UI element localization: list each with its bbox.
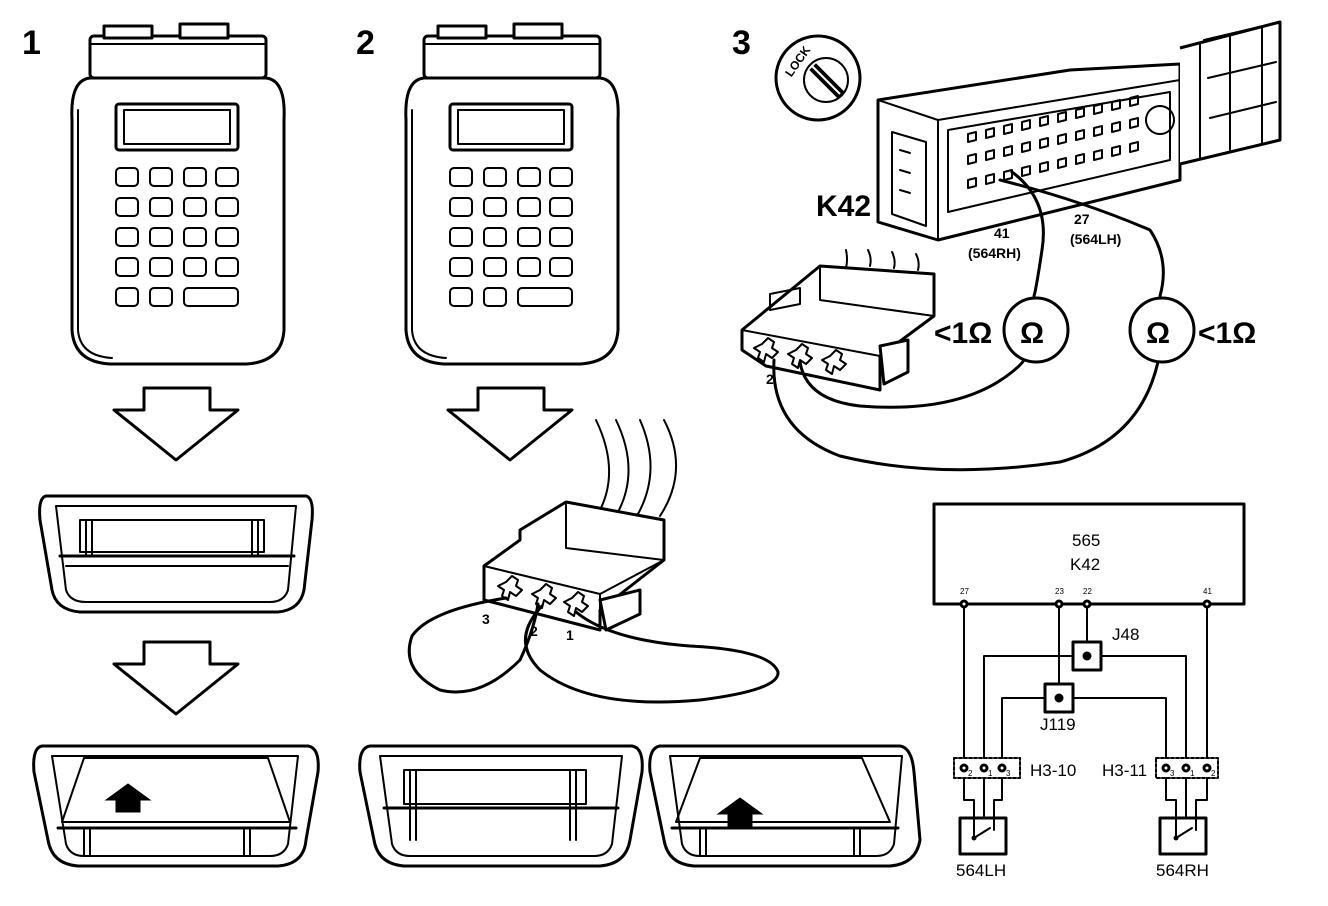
meter-wire-right (772, 358, 1160, 472)
step-1-label: 1 (22, 24, 41, 62)
sch-pin-22: 22 (1083, 587, 1092, 596)
h3-10-pin-a: 2 (968, 769, 973, 778)
pin-27-sub: (564LH) (1070, 231, 1121, 247)
ohm-symbol-left: Ω (1020, 317, 1044, 350)
connector-plug-2 (482, 419, 678, 632)
wiring-schematic: 565 K42 27 23 22 41 J48 J119 2 (932, 502, 1246, 880)
pin-27-label: 27 (1074, 211, 1090, 227)
connector-h3-10 (953, 757, 1021, 779)
down-arrow-1a (112, 386, 240, 462)
connector-h3-11-label: H3-11 (1102, 761, 1147, 780)
connector-h3-10-label: H3-10 (1030, 761, 1076, 780)
h3-10-pin-c: 3 (1006, 769, 1011, 778)
sch-pin-23: 23 (1055, 587, 1064, 596)
pin-2-label: 2 (530, 623, 538, 639)
switch-564rh (1158, 816, 1208, 856)
module-box-line1: 565 (1072, 531, 1100, 550)
switch-564lh-label: 564LH (956, 861, 1006, 880)
handheld-tester-2 (404, 22, 620, 366)
display-bezel-1b (32, 744, 320, 868)
pin-3-label: 3 (482, 611, 490, 627)
h3-10-pin-b: 1 (988, 769, 993, 778)
resistance-left-label: <1Ω (934, 317, 992, 350)
sch-pin-27: 27 (960, 587, 969, 596)
ignition-lock-icon: LOCK (774, 34, 862, 122)
probe-wire-27 (998, 178, 1165, 298)
down-arrow-1b (112, 640, 240, 716)
resistance-right-label: <1Ω (1198, 317, 1256, 350)
ohmmeter-right (1128, 296, 1196, 364)
display-bezel-2a (358, 744, 644, 868)
jumper-wire-2 (407, 596, 540, 694)
switch-564rh-label: 564RH (1156, 861, 1209, 880)
meter-wire-left (798, 358, 1026, 409)
ohmmeter-left (1002, 296, 1070, 364)
module-box-line2: K42 (1070, 555, 1100, 574)
keypad-2 (449, 167, 573, 307)
conn-pin-2-label: 2 (766, 371, 774, 387)
step-2-label: 2 (356, 24, 375, 62)
pin-41-label: 41 (994, 225, 1010, 241)
switch-564lh (958, 816, 1008, 856)
junction-j48-label: J48 (1112, 625, 1139, 644)
ecu-module-k42 (876, 20, 1282, 242)
display-bezel-1a (38, 494, 314, 614)
h3-11-pin-c: 2 (1211, 769, 1216, 778)
pin-41-sub: (564RH) (968, 245, 1021, 261)
ecu-pins-row1 (967, 95, 1139, 189)
up-arrow-icon-2 (716, 797, 764, 827)
jumper-wire-2b (524, 604, 780, 704)
h3-11-pin-b: 1 (1190, 769, 1195, 778)
h3-11-pin-a: 3 (1170, 769, 1175, 778)
display-bezel-2b (648, 744, 922, 868)
handheld-tester-1 (70, 22, 286, 366)
sch-pin-41: 41 (1203, 587, 1212, 596)
ohm-symbol-right: Ω (1146, 317, 1170, 350)
connector-plug-3 (740, 249, 936, 392)
down-arrow-2 (446, 386, 574, 462)
keypad-1 (115, 167, 239, 307)
step-3-label: 3 (732, 24, 751, 62)
module-label-k42: K42 (816, 190, 871, 223)
junction-j119-label: J119 (1040, 715, 1076, 734)
pin-1-label: 1 (566, 627, 574, 643)
up-arrow-icon-1 (104, 783, 152, 813)
